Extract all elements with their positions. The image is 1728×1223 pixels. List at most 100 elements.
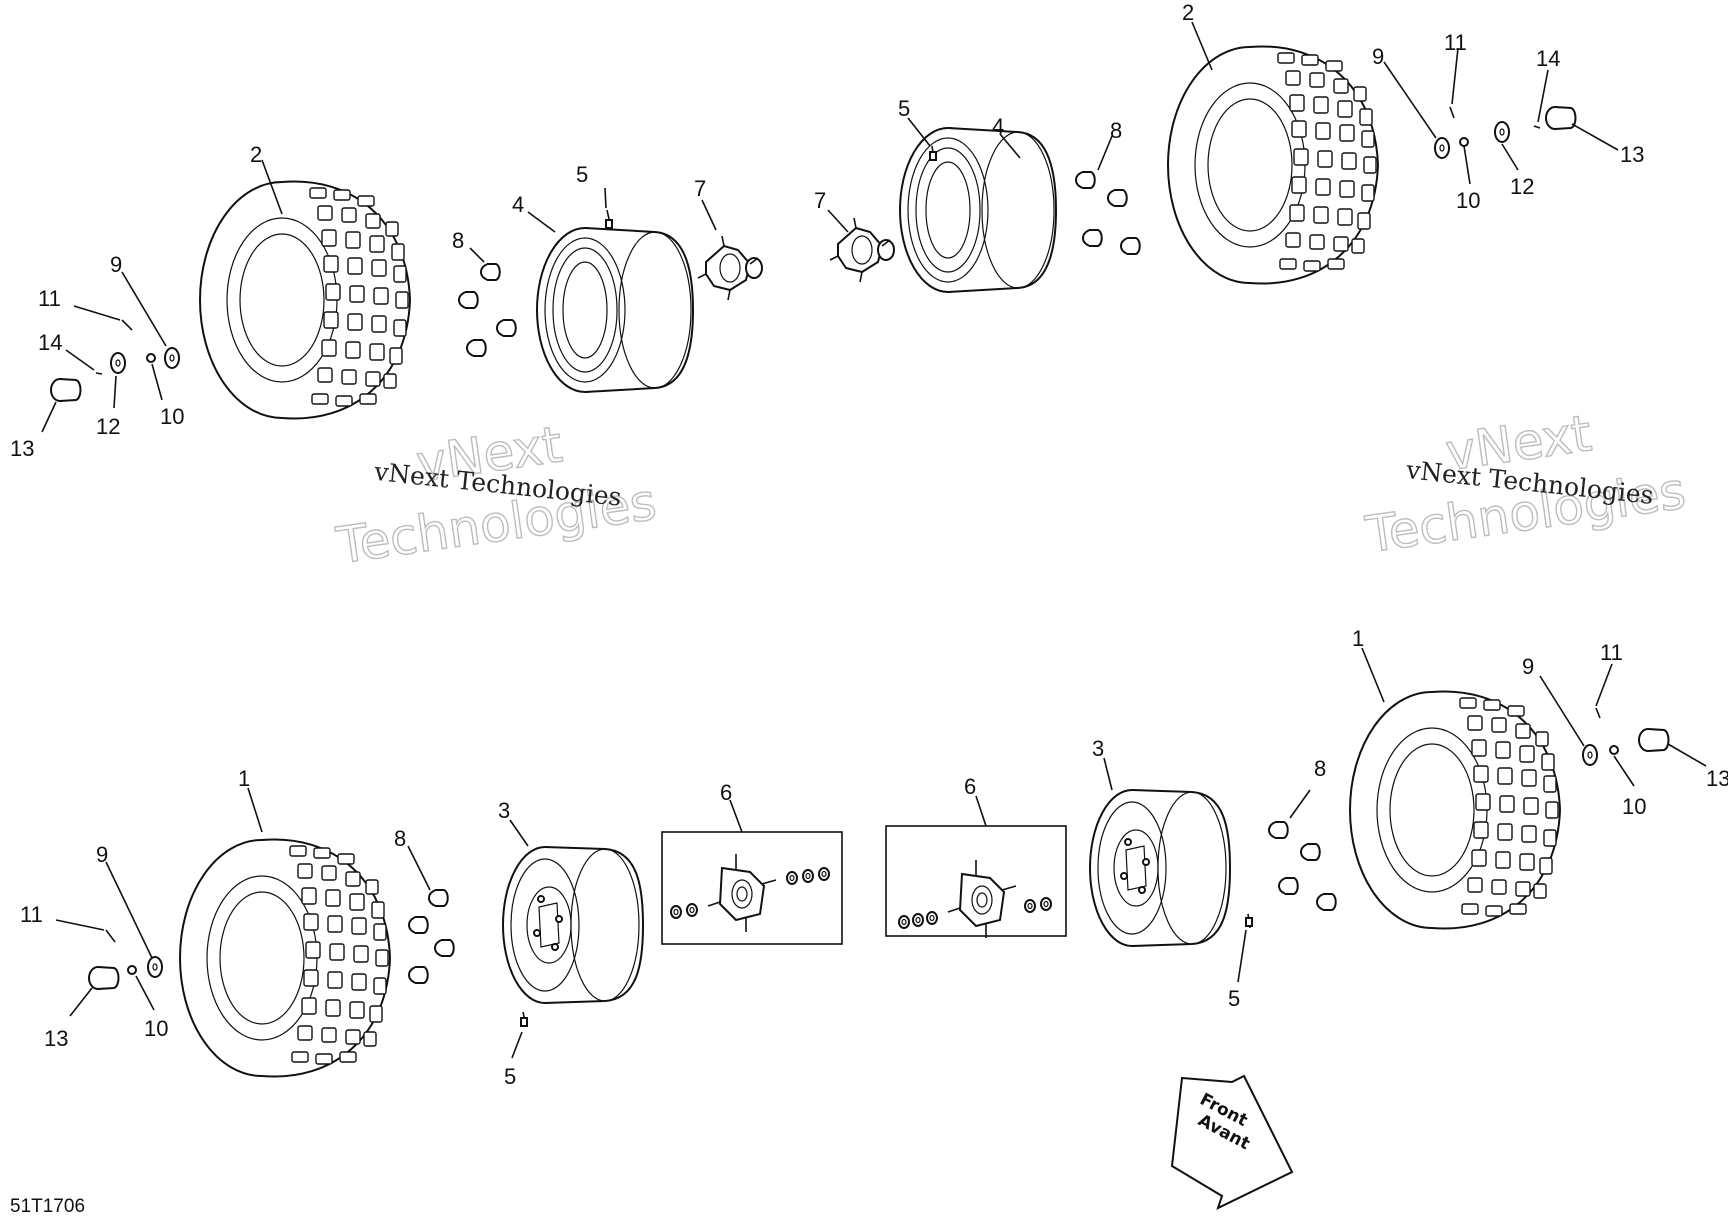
hub-box-right: [885, 825, 1067, 937]
cap-13-right: [1545, 106, 1577, 130]
callout-2-top-right: 2: [1182, 0, 1194, 25]
stud-5-right: [929, 145, 937, 161]
callout-9-bottom-right: 9: [1522, 654, 1534, 679]
callout-11-bottom-left: 11: [20, 902, 43, 927]
pin-14-left: [95, 372, 103, 375]
washer-12-left: [110, 352, 126, 374]
hub-7-right: [829, 217, 895, 283]
hub-6-right: [947, 859, 1017, 939]
callout-12-top-right: 12: [1510, 174, 1534, 199]
nut-8g: [1082, 229, 1103, 247]
bearing-left-5: [818, 867, 830, 881]
pin-11-right: [1449, 106, 1455, 119]
stud-5-left: [605, 209, 613, 229]
callout-10-top-left: 10: [160, 404, 184, 429]
nut-8m: [1268, 821, 1289, 839]
callout-13-top-left: 13: [10, 436, 34, 461]
bearing-right-2: [912, 913, 924, 927]
stud-5-bottom-right: [1245, 913, 1253, 929]
callout-3-bottom-left: 3: [498, 798, 510, 823]
callout-8-top-left: 8: [452, 228, 464, 253]
callout-7-top-left: 7: [694, 176, 706, 201]
callout-7-top-right: 7: [814, 188, 826, 213]
callout-11-bottom-right: 11: [1600, 640, 1623, 665]
callout-6-left: 6: [720, 780, 732, 805]
callout-labels: 2 4 5 7 8 9 11 14 12 10 13 2 7 5 4 8 9 1…: [10, 0, 1728, 1089]
callout-10-bottom-left: 10: [144, 1016, 168, 1041]
nut-8c: [496, 319, 517, 337]
diagram-code: 51T1706: [10, 1196, 85, 1217]
callout-10-top-right: 10: [1456, 188, 1480, 213]
bearing-left-1: [670, 905, 682, 919]
callout-11-top-right: 11: [1444, 30, 1467, 55]
callout-8-bottom-right: 8: [1314, 756, 1326, 781]
washer-9-right: [1434, 137, 1450, 159]
callout-1-bottom-left: 1: [238, 766, 250, 791]
tire-1-bottom-right: [1349, 690, 1561, 930]
leader-lines: [41, 21, 1707, 1059]
callout-8-bottom-left: 8: [394, 826, 406, 851]
callout-5-top-left: 5: [576, 162, 588, 187]
nut-8j: [408, 916, 429, 934]
bearing-right-3: [926, 911, 938, 925]
rim-3-right: [1089, 789, 1231, 947]
callout-11-top-left: 11: [38, 286, 61, 311]
nut-8n: [1300, 843, 1321, 861]
hub-6-left: [707, 853, 777, 933]
callout-9-top-right: 9: [1372, 44, 1384, 69]
tire-2-top-left: [199, 180, 411, 420]
callout-1-bottom-right: 1: [1352, 626, 1364, 651]
nut-8a: [480, 263, 501, 281]
callout-6-right: 6: [964, 774, 976, 799]
nut-10-bottom-left: [127, 965, 137, 975]
hub-box-left: [661, 831, 843, 945]
top-right-wheel-assembly: [829, 45, 1577, 293]
nut-8b: [458, 291, 479, 309]
callout-4-top-right: 4: [992, 114, 1004, 139]
hub-7-left: [697, 235, 763, 301]
washer-12-right: [1494, 121, 1510, 143]
callout-2-top-left: 2: [250, 142, 262, 167]
bearing-left-3: [786, 871, 798, 885]
rim-4-left: [536, 227, 694, 393]
rim-4-right: [899, 127, 1057, 293]
nut-8h: [1120, 237, 1141, 255]
callout-12-top-left: 12: [96, 414, 120, 439]
bearing-right-4: [1024, 899, 1036, 913]
nut-8o: [1278, 877, 1299, 895]
cap-13-bottom-right: [1638, 728, 1670, 752]
callout-13-bottom-right: 13: [1706, 766, 1728, 791]
nut-10-right: [1459, 137, 1469, 147]
nut-8l: [408, 966, 429, 984]
callout-9-top-left: 9: [110, 252, 122, 277]
nut-8d: [466, 339, 487, 357]
callout-5-top-right: 5: [898, 96, 910, 121]
front-direction-arrow: Front Avant: [1170, 1074, 1294, 1210]
callout-14-top-left: 14: [38, 330, 62, 355]
nut-8k: [434, 939, 455, 957]
washer-9-bottom-right: [1582, 744, 1598, 766]
nut-10-bottom-right: [1609, 745, 1619, 755]
nut-8p: [1316, 893, 1337, 911]
callout-9-bottom-left: 9: [96, 842, 108, 867]
washer-9-bottom-left: [147, 956, 163, 978]
bottom-left-wheel-assembly: [88, 838, 644, 1078]
callout-10-bottom-right: 10: [1622, 794, 1646, 819]
stud-5-bottom-left: [520, 1011, 528, 1027]
nut-8e: [1075, 171, 1096, 189]
top-left-wheel-assembly: [50, 180, 763, 420]
cap-13-bottom-left: [88, 966, 120, 990]
nut-10-left: [146, 353, 156, 363]
washer-9-left: [164, 347, 180, 369]
pin-11-bottom-left: [105, 929, 116, 943]
cap-13-left: [50, 378, 82, 402]
nut-8i: [428, 889, 449, 907]
callout-14-top-right: 14: [1536, 46, 1560, 71]
callout-5-bottom-left: 5: [504, 1064, 516, 1089]
pin-11-bottom-right: [1595, 707, 1601, 719]
pin-14-right: [1533, 125, 1541, 129]
callout-8-top-right: 8: [1110, 118, 1122, 143]
callout-13-bottom-left: 13: [44, 1026, 68, 1051]
tire-1-bottom-left: [179, 838, 391, 1078]
